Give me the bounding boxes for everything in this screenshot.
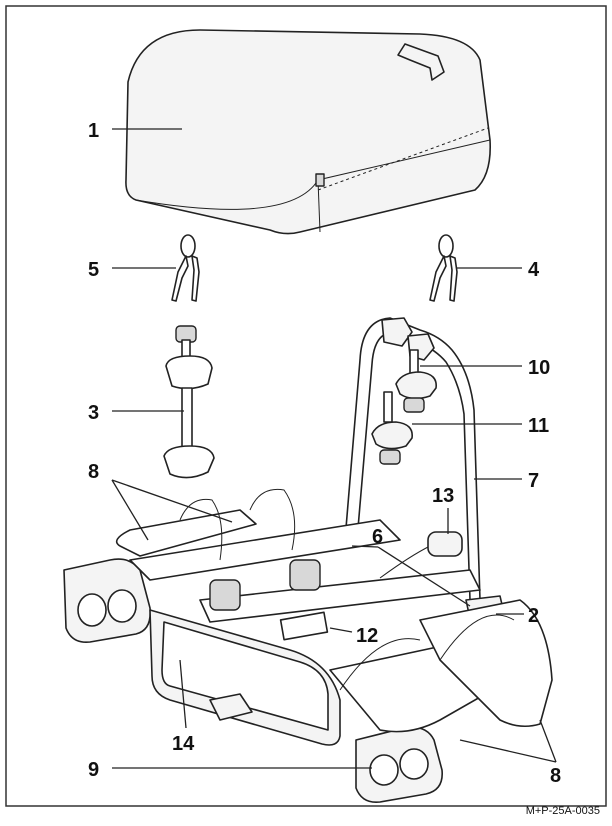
callout-1: 1 (88, 120, 99, 142)
callout-9: 9 (88, 759, 99, 781)
storage-bag (125, 29, 492, 235)
callout-labels: 1 5 4 3 10 11 7 8 13 6 2 12 14 9 8 (88, 120, 561, 787)
callout-8-left: 8 (88, 461, 99, 483)
leader-lines (111, 128, 557, 769)
callout-13: 13 (432, 485, 454, 507)
key-set-4 (429, 234, 458, 302)
callout-10: 10 (528, 357, 550, 379)
callout-4: 4 (528, 259, 540, 281)
callout-8-right: 8 (550, 765, 561, 787)
key-set-5 (171, 234, 200, 302)
callout-7: 7 (528, 470, 539, 492)
leader-6a (351, 545, 379, 548)
leader-8a-1 (111, 479, 149, 541)
callout-14: 14 (172, 733, 195, 755)
leader-8a-2 (111, 479, 233, 523)
distance-holder (163, 325, 215, 479)
leader-12 (329, 627, 353, 633)
callout-2: 2 (528, 605, 539, 627)
callout-6: 6 (372, 526, 383, 548)
leader-8b-1 (459, 739, 557, 763)
diagram-frame (5, 5, 607, 807)
rear-frame (344, 317, 481, 601)
callout-5: 5 (88, 259, 99, 281)
callout-11: 11 (528, 415, 549, 437)
leader-6b (377, 546, 471, 607)
carrier-body (63, 488, 553, 804)
callout-3: 3 (88, 402, 99, 424)
leader-14 (179, 659, 187, 729)
callout-12: 12 (356, 625, 378, 647)
figure-code: M+P-25A-0035 (526, 805, 600, 817)
leader-8b-2 (539, 719, 557, 763)
